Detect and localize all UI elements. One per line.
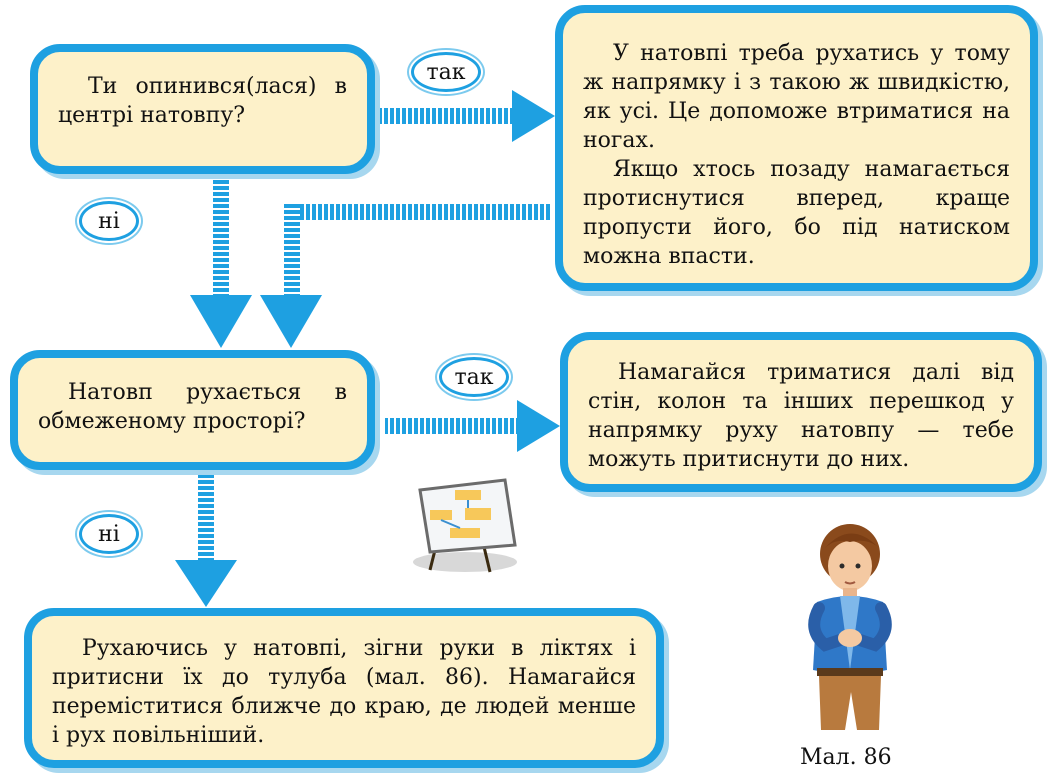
no-badge-2: ні	[79, 514, 139, 554]
question-box-2: Натовп рухається в обмеженому просторі?	[10, 350, 375, 470]
arrow-answer1-to-q2	[260, 204, 550, 348]
answer-box-2: Намагайся триматися далі від стін, колон…	[560, 332, 1042, 492]
final-advice-box: Рухаючись у натовпі, зігни руки в ліктях…	[24, 608, 664, 768]
figure-caption: Мал. 86	[800, 745, 892, 770]
boy-illustration	[808, 524, 892, 730]
no-badge-1: ні	[79, 201, 139, 241]
arrow-q1-to-answer1	[380, 90, 555, 142]
yes-badge-2: так	[439, 357, 509, 397]
yes-badge-1: так	[411, 52, 481, 92]
answer-1-paragraph-1: У натовпі треба рухатись у тому ж напрям…	[583, 41, 1010, 153]
answer-2-text: Намагайся триматися далі від стін, колон…	[588, 360, 1014, 472]
question-2-text: Натовп рухається в обмеженому просторі?	[38, 380, 347, 434]
answer-box-1: У натовпі треба рухатись у тому ж напрям…	[555, 5, 1038, 291]
arrow-q2-to-answer2	[385, 400, 560, 452]
answer-1-paragraph-2: Якщо хтось позаду намагається протиснути…	[583, 157, 1010, 269]
arrow-q1-to-q2	[190, 168, 252, 348]
arrow-q2-to-final	[175, 462, 237, 607]
question-box-1: Ти опинився(лася) в центрі натовпу?	[30, 44, 375, 174]
final-advice-text: Рухаючись у натовпі, зігни руки в ліктях…	[52, 636, 636, 748]
flowchart-board-icon	[413, 478, 517, 573]
question-1-text: Ти опинився(лася) в центрі натовпу?	[58, 74, 347, 128]
